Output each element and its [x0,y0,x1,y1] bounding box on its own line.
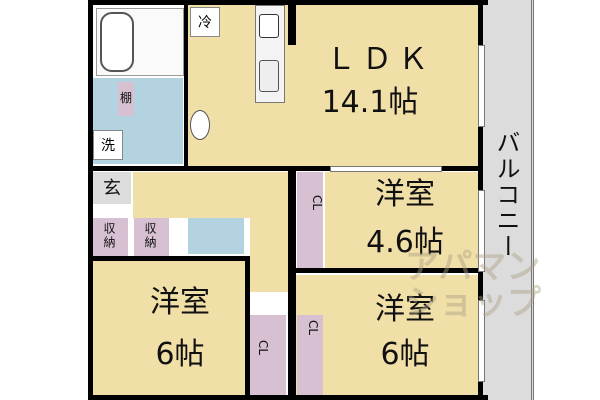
storage-1-label: 収納 [102,222,116,250]
window [478,190,485,272]
storage-1 [93,218,128,256]
window [478,45,485,127]
western-room-3 [93,260,245,400]
bathtub-icon [100,12,134,72]
western-room-3-name: 洋室 [150,285,210,320]
western-room-1-name: 洋室 [375,177,435,212]
wall [245,256,250,400]
closet-1-label: CL [310,195,324,211]
hallway-2 [250,172,288,292]
western-room-3-size: 6帖 [155,337,205,372]
refrigerator: 冷 [190,7,220,37]
sink-icon [259,60,279,92]
shelf [118,82,134,116]
washbasin-icon [190,110,210,140]
wall [88,0,93,400]
storage-2 [134,218,169,256]
window [330,166,442,172]
wall [88,166,483,171]
western-room-1 [325,172,480,268]
ldk-room [188,5,480,168]
closet-3 [297,315,323,400]
wall [88,395,488,400]
balcony-label: バルコニー [492,130,520,260]
shelf-label: 棚 [119,91,132,105]
closet-2 [250,315,286,400]
wall [296,268,483,273]
toilet [188,218,244,254]
western-room-2-name: 洋室 [375,292,435,327]
ldk-size: 14.1帖 [321,85,419,120]
closet-1 [297,172,323,268]
wall [288,166,296,400]
wall [184,0,188,168]
storage-2-label: 収納 [143,222,157,250]
western-room-2-size: 6帖 [380,337,430,372]
stove-icon [259,14,279,38]
closet-2-label: CL [256,340,270,356]
entrance [93,172,131,204]
ldk-label: ＬＤＫ [326,42,434,77]
western-room-1-size: 4.6帖 [366,225,444,260]
entrance-label: 玄 [103,178,121,199]
washroom-label: 洗 [93,130,123,160]
wall [88,256,248,261]
balcony [482,0,534,400]
wall [288,0,296,45]
closet-3-label: CL [306,320,320,336]
window [478,300,485,382]
